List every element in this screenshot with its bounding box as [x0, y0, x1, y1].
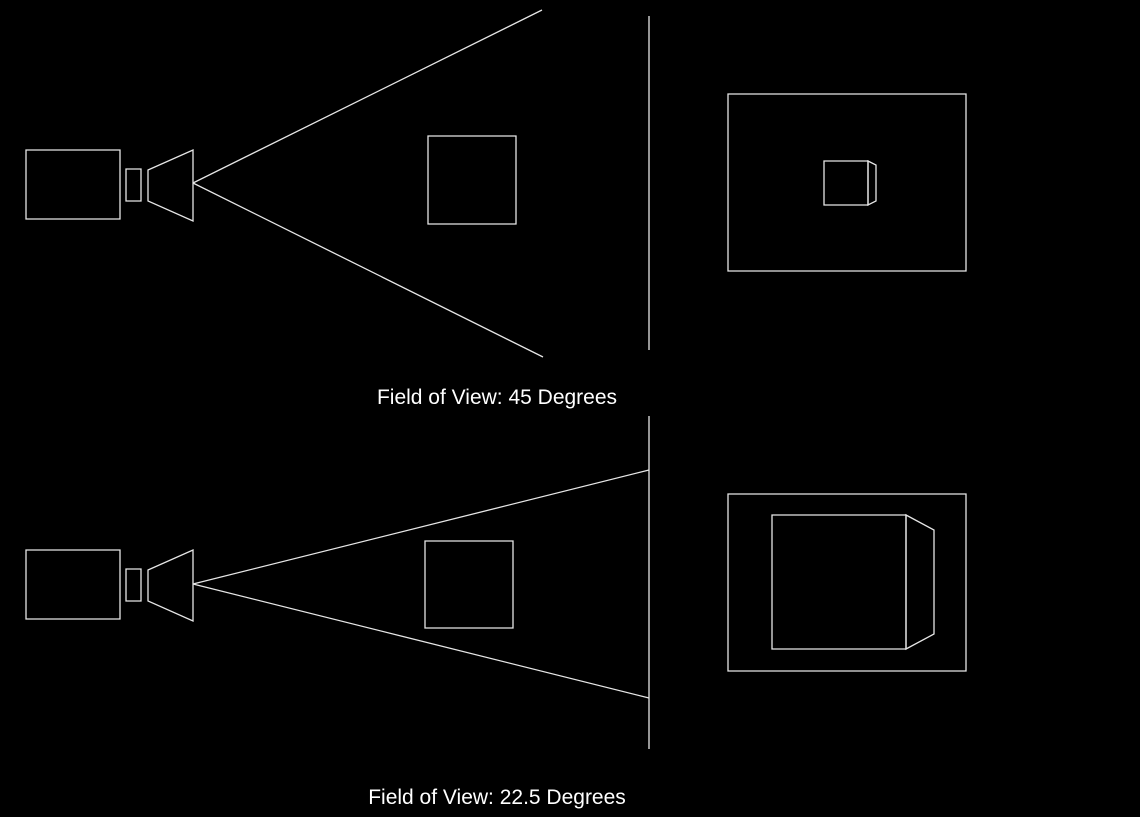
- view-frustum-upper-edge: [193, 470, 649, 584]
- camera-mount: [126, 169, 141, 201]
- rendered-cube-front: [824, 161, 868, 205]
- scene-object-cube: [425, 541, 513, 628]
- camera-icon: [26, 150, 193, 221]
- panel-fov-22-5: Field of View: 22.5 Degrees: [26, 416, 966, 809]
- camera-body: [26, 150, 120, 219]
- camera-lens: [148, 150, 193, 221]
- rendered-cube-side: [906, 515, 934, 649]
- scene-object-cube: [428, 136, 516, 224]
- rendered-view: [728, 494, 966, 671]
- fov-caption: Field of View: 22.5 Degrees: [368, 786, 626, 809]
- rendered-cube-side: [868, 161, 876, 205]
- view-frustum-lower-edge: [193, 584, 649, 698]
- camera-icon: [26, 550, 193, 621]
- rendered-view: [728, 94, 966, 271]
- camera-lens: [148, 550, 193, 621]
- panel-fov-45: Field of View: 45 Degrees: [26, 10, 966, 409]
- camera-mount: [126, 569, 141, 601]
- rendered-cube-front: [772, 515, 906, 649]
- rendered-frame: [728, 494, 966, 671]
- view-frustum-lower-edge: [193, 183, 543, 357]
- rendered-frame: [728, 94, 966, 271]
- camera-body: [26, 550, 120, 619]
- fov-caption: Field of View: 45 Degrees: [377, 386, 617, 409]
- view-frustum-upper-edge: [193, 10, 542, 183]
